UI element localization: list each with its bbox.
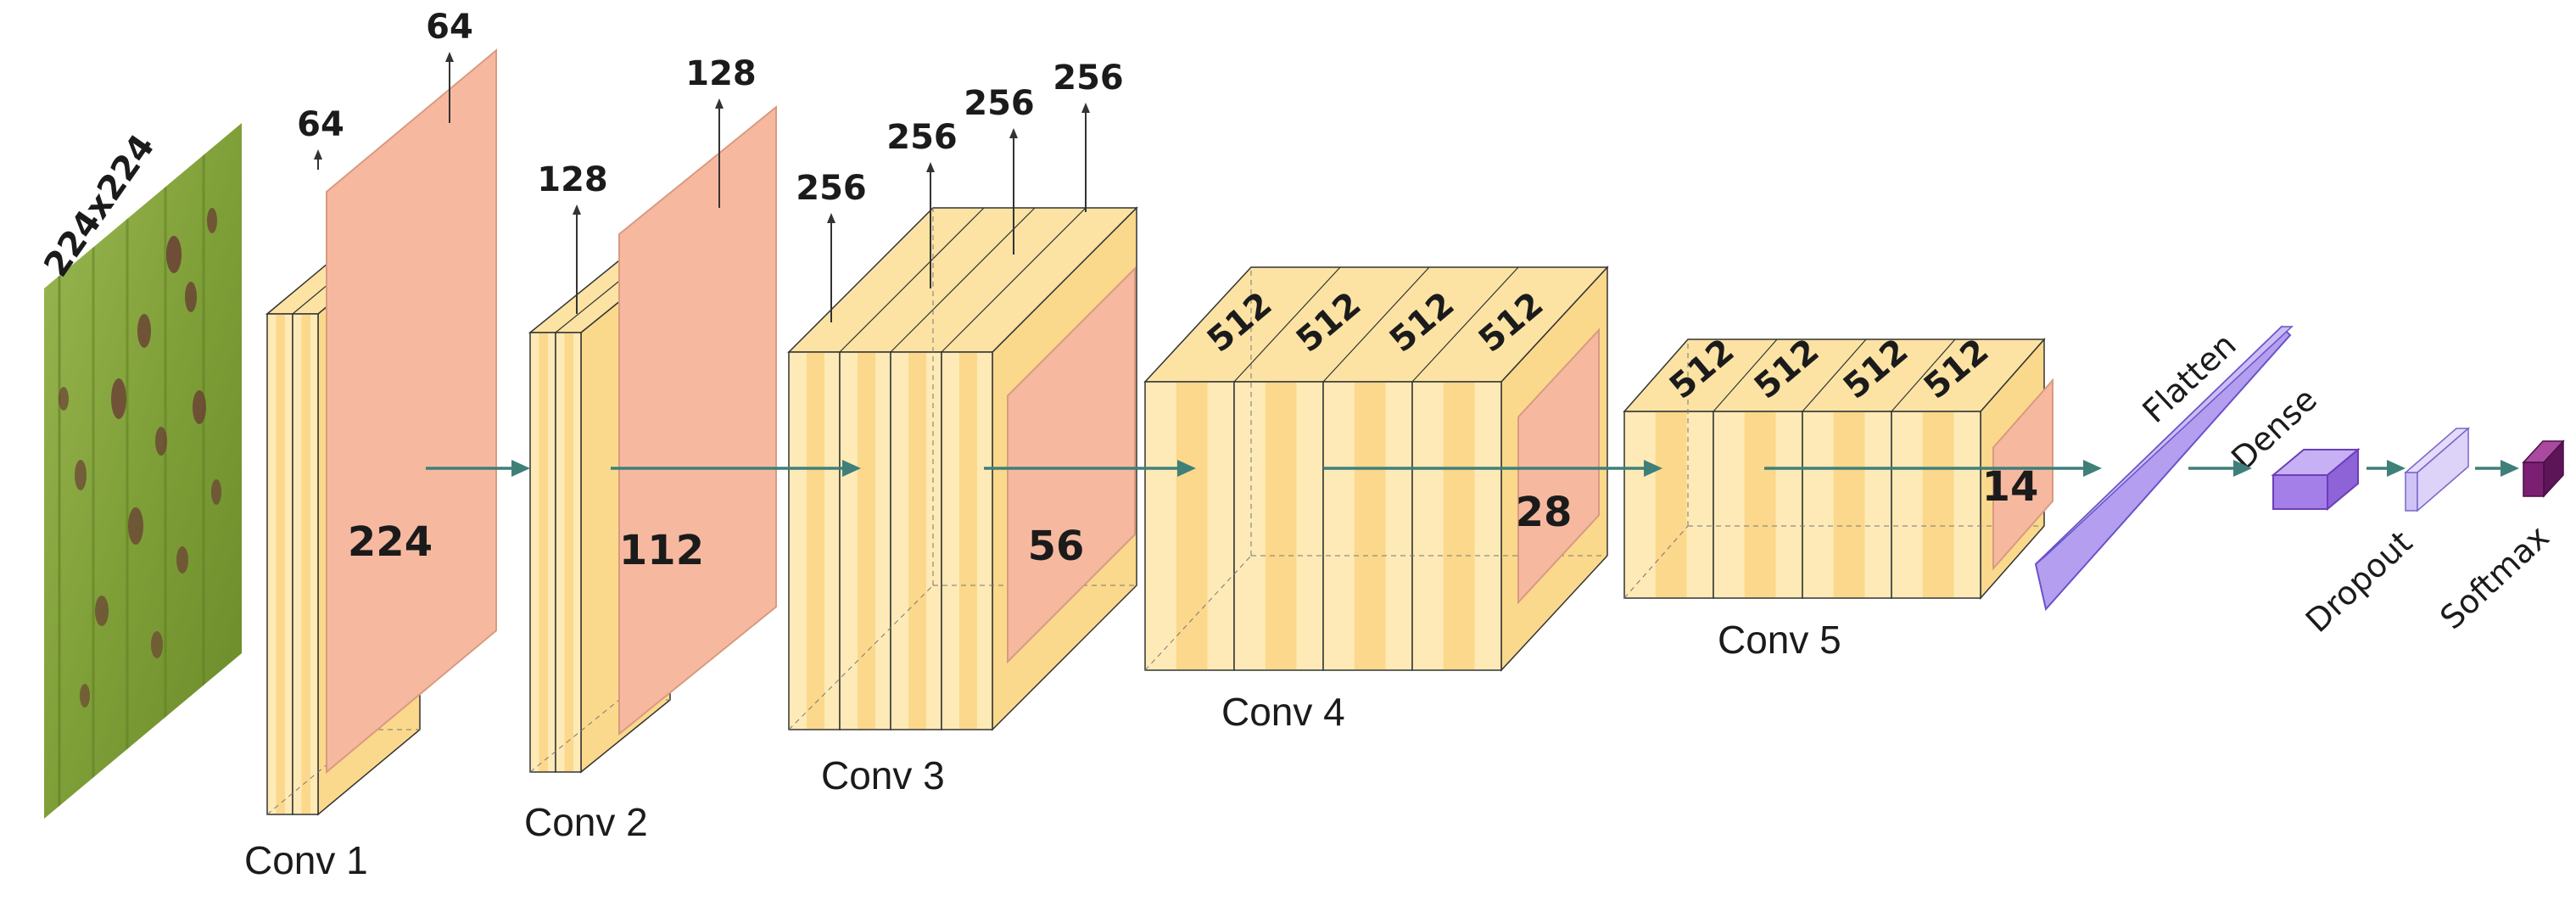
leaf-texture: [58, 153, 221, 819]
conv5-hidden-edge-d: [1623, 525, 1689, 599]
conv1-filters-1: 64: [297, 105, 344, 144]
softmax-label: Softmax: [2433, 518, 2556, 637]
conv3-top-divider-2: [890, 207, 1036, 353]
flow-arrow-3-head: [1177, 460, 1196, 477]
conv3-filters-3: 256: [964, 84, 1035, 123]
conv2-slab-stripe-1: [539, 333, 548, 771]
conv2-filter-arrowhead-2: [715, 98, 724, 109]
stage-labels: Conv 1 Conv 2 Conv 3 Conv 4 Conv 5: [244, 618, 1841, 882]
conv4-slab-stripe-4: [1443, 383, 1475, 669]
conv2-feature-map: [618, 105, 777, 736]
flatten-label: Flatten: [2136, 326, 2244, 430]
conv1-label: Conv 1: [244, 838, 368, 882]
conv3-top-divider-3: [941, 207, 1087, 353]
conv3-filters-4: 256: [1053, 59, 1124, 98]
conv3-filter-arrowhead-1: [827, 213, 835, 223]
conv5-spatial-size: 14: [1982, 463, 2039, 511]
conv4-slab-stripe-1: [1176, 383, 1208, 669]
conv1-slab-stripe-1: [276, 315, 285, 814]
conv4-top-divider-2: [1322, 266, 1430, 383]
conv3-spatial-size: 56: [1028, 523, 1085, 570]
conv5-slab-stripe-4: [1922, 412, 1954, 597]
conv4-slab-stripe-2: [1265, 383, 1297, 669]
flow-arrows: [426, 460, 2519, 477]
conv1-block: 224 64 64: [265, 8, 497, 816]
conv1-slab-stripe-2: [301, 315, 310, 814]
conv1-filter-arrowhead-1: [314, 149, 322, 159]
conv3-filter-arrowhead-2: [926, 162, 935, 172]
flow-arrow-1-head: [511, 460, 530, 477]
conv5-slab-stripe-1: [1655, 412, 1687, 597]
conv3-slab-stripe-2: [858, 353, 875, 729]
conv2-hidden-edge-d: [529, 699, 620, 773]
flow-arrow-6-head: [2233, 460, 2252, 477]
flow-arrow-7-head: [2387, 460, 2406, 477]
conv5-slab-stripe-3: [1833, 412, 1865, 597]
conv1-filters-2: 64: [426, 8, 473, 47]
dense-front: [2272, 474, 2328, 510]
conv3-label: Conv 3: [821, 753, 945, 797]
conv2-label: Conv 2: [524, 800, 648, 844]
flow-arrow-4-head: [1644, 460, 1662, 477]
conv5-label: Conv 5: [1718, 618, 1841, 662]
conv4-slab-stripe-3: [1354, 383, 1386, 669]
conv3-filter-arrowhead-4: [1081, 103, 1090, 113]
conv3-top-divider-1: [839, 207, 985, 353]
conv4-feature-map: [1517, 327, 1600, 605]
conv5-feature-map: [1992, 378, 2054, 571]
conv4-label: Conv 4: [1221, 690, 1345, 734]
conv3-filters-1: 256: [796, 169, 867, 208]
conv4-spatial-size: 28: [1516, 489, 1573, 536]
conv3-filter-arrowhead-3: [1009, 128, 1018, 138]
conv5-top-divider-3: [1891, 339, 1956, 412]
conv1-filter-arrowhead-2: [445, 52, 454, 62]
conv2-filter-arrowhead-1: [573, 204, 581, 215]
conv5-top-divider-2: [1802, 339, 1867, 412]
dropout-label: Dropout: [2299, 523, 2419, 640]
softmax-side: [2543, 439, 2564, 498]
conv2-block: 112 128 128: [528, 54, 777, 774]
softmax-front: [2523, 462, 2545, 497]
flow-arrow-2-head: [842, 460, 861, 477]
conv2-spatial-size: 112: [619, 527, 704, 574]
conv2-filters-1: 128: [537, 160, 608, 199]
conv1-spatial-size: 224: [348, 518, 433, 566]
conv5-slab-stripe-2: [1744, 412, 1776, 597]
conv3-filters-2: 256: [886, 118, 958, 157]
conv1-feature-map: [326, 48, 497, 775]
dense-side: [2327, 447, 2359, 512]
flow-arrow-5-head: [2083, 460, 2102, 477]
conv5-top-divider-1: [1713, 339, 1778, 412]
dropout-side: [2417, 427, 2469, 512]
conv1-hidden-edge-d: [266, 729, 370, 815]
dense-layer: Dense: [2224, 381, 2361, 512]
conv3-feature-map: [1007, 266, 1136, 664]
dropout-front: [2405, 472, 2418, 512]
flatten-bar-top: [2035, 326, 2294, 565]
conv2-filters-2: 128: [685, 54, 757, 93]
conv4-top-divider-1: [1233, 266, 1341, 383]
conv3-slab-stripe-3: [908, 353, 926, 729]
conv4-hidden-edge-d: [1144, 555, 1252, 671]
conv4-top-divider-3: [1411, 266, 1519, 383]
conv3-hidden-edge-d: [788, 585, 934, 730]
conv3-slab-stripe-1: [807, 353, 824, 729]
conv3-slab-stripe-4: [959, 353, 977, 729]
conv2-slab-stripe-2: [564, 333, 573, 771]
flow-arrow-8-head: [2501, 460, 2519, 477]
input-image-group: 224x224: [36, 123, 242, 819]
